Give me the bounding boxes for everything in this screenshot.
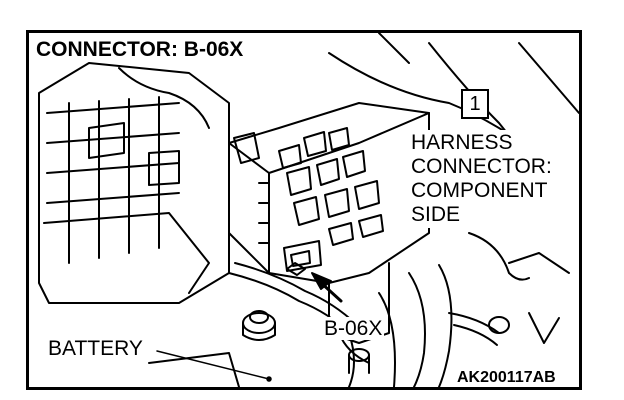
terminal-bolt — [242, 310, 276, 341]
battery-drawing — [38, 62, 230, 304]
connector-arrow — [286, 262, 343, 303]
battery-label: BATTERY — [46, 337, 145, 360]
callout-number-box: 1 — [461, 89, 489, 119]
figure-code: AK200117AB — [455, 369, 558, 387]
harness-connector-label: HARNESS CONNECTOR: COMPONENT SIDE — [409, 130, 554, 228]
connector-id-label: B-06X — [322, 317, 385, 340]
relay-box — [228, 102, 430, 364]
diagram-title: CONNECTOR: B-06X — [36, 39, 247, 60]
engine-bay-drawing — [38, 33, 579, 387]
diagram-frame: CONNECTOR: B-06X 1 HARNESS CONNECTOR: CO… — [26, 30, 582, 390]
